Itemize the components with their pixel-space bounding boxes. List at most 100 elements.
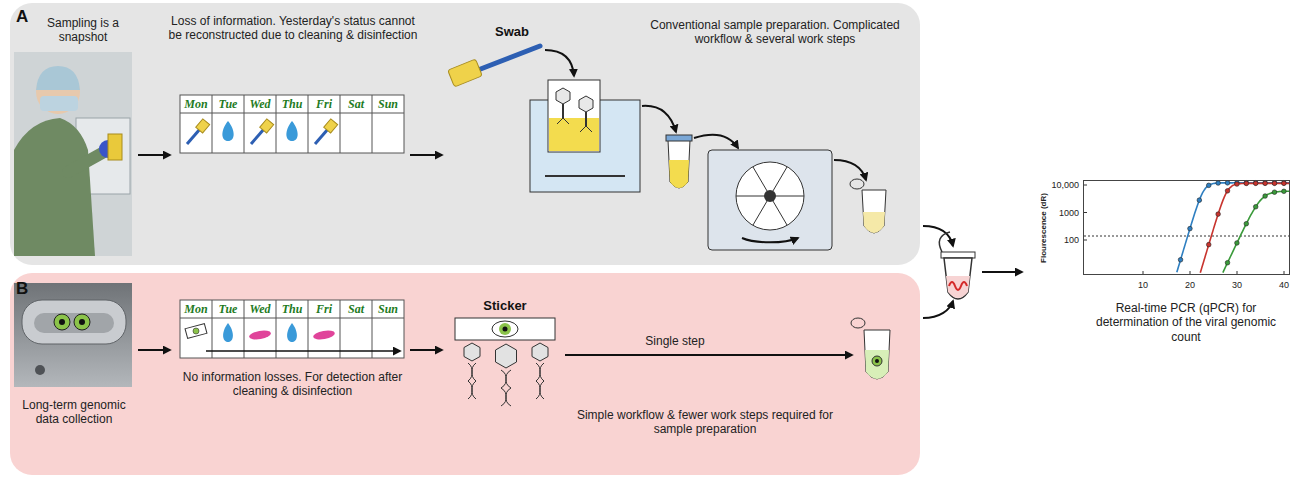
swab (448, 46, 574, 87)
sample-bag (556, 88, 570, 124)
description: Long-term genomic data collection (14, 398, 134, 427)
centrifuge (708, 150, 832, 250)
centrifuge (753, 167, 787, 225)
water-drop (223, 323, 233, 342)
sample-bag (548, 80, 600, 152)
disinfectant-mark (248, 329, 335, 341)
phage (532, 343, 548, 399)
swabbing-photo (14, 52, 132, 256)
swab-icon (315, 119, 338, 144)
weekly-calendar (212, 300, 213, 358)
pcr-tube (939, 232, 975, 299)
pcr-tube (944, 258, 972, 299)
phage (501, 370, 511, 406)
curve-marker (1225, 181, 1230, 186)
flow-arrow (138, 349, 170, 351)
weekly-calendar (276, 300, 277, 358)
swab (545, 50, 574, 76)
flow-arrow (138, 154, 170, 156)
reaction-tube (875, 359, 879, 363)
swabbing-photo (40, 96, 78, 111)
reaction-tube (851, 318, 865, 328)
amplification-curve (1200, 183, 1289, 273)
weekly-calendar (340, 95, 341, 153)
sticker-icon (193, 328, 199, 334)
phage (536, 363, 544, 399)
weekly-calendar (180, 318, 404, 319)
sample-bag (562, 104, 564, 118)
sample-bag (585, 112, 587, 126)
door-handle-photo (79, 319, 85, 325)
curve-marker (1244, 181, 1249, 186)
door-handle-photo (14, 283, 132, 387)
curve-marker (1244, 221, 1249, 226)
sticker-icon (185, 324, 207, 339)
door-handle-photo (35, 365, 45, 375)
reaction-tube (850, 179, 886, 233)
swabbing-photo (76, 118, 130, 194)
swab-icon (196, 119, 210, 133)
sample-tube (666, 135, 692, 188)
curve-marker (1188, 226, 1193, 231)
weekly-calendar (276, 95, 277, 153)
swabbing-photo (36, 66, 80, 90)
stomacher (545, 175, 625, 177)
curve-marker (1263, 181, 1268, 186)
disinfectant-mark (312, 329, 335, 341)
curve-marker (1253, 204, 1258, 209)
weekly-calendar (244, 95, 245, 153)
axis-tick: 20 (1180, 279, 1200, 291)
door-handle-photo (74, 314, 90, 330)
workflow-panel: BLong-term genomic data collectionNo inf… (10, 273, 920, 475)
sample-bag (548, 80, 600, 152)
time-arrow (206, 350, 400, 352)
weekly-calendar (180, 95, 404, 153)
sticker (492, 321, 518, 337)
centrifuge (736, 162, 804, 230)
flow-arrow (642, 106, 866, 180)
flow-arrow (694, 135, 738, 148)
water-drop (287, 323, 297, 342)
reaction-tube (865, 350, 889, 379)
reaction-tube (864, 330, 890, 379)
workflow-panel: ASampling is a snapshotLoss of informati… (10, 3, 920, 265)
swab-icon (187, 119, 210, 144)
sticker-icon (185, 324, 207, 339)
pcr-tube (946, 276, 970, 298)
curve-marker (1216, 181, 1221, 186)
curve-marker (1282, 189, 1287, 194)
water-drop (222, 121, 297, 141)
reaction-tube (863, 212, 885, 233)
weekly-calendar (372, 95, 373, 153)
swabbing-photo (99, 140, 117, 158)
sample-bag (579, 96, 593, 112)
sample-bag (579, 96, 593, 132)
door-handle-photo (54, 314, 70, 330)
axis-tick: 100 (1036, 234, 1079, 246)
weekly-calendar (212, 95, 213, 153)
swab-icon (260, 119, 274, 133)
swabbing-photo (68, 152, 104, 172)
water-drop (222, 121, 233, 141)
water-drop (286, 121, 297, 141)
panel-letter: B (16, 279, 28, 299)
qpcr-curves (1083, 181, 1290, 275)
axis-tick: 30 (1227, 279, 1247, 291)
water-drop (223, 323, 297, 342)
curve-marker (1253, 181, 1258, 186)
door-handle-photo (14, 283, 132, 387)
phage (468, 363, 476, 399)
curve-marker (1282, 181, 1287, 186)
chart-caption: Real-time PCR (qPCR) for determination o… (1086, 301, 1286, 344)
reaction-tube (862, 190, 886, 233)
flow-arrow (138, 155, 442, 156)
curve-marker (1244, 181, 1249, 186)
curve-marker (1253, 181, 1258, 186)
weekly-calendar (180, 300, 404, 358)
sticker (503, 327, 508, 332)
curve-marker (1282, 181, 1287, 186)
flow-arrow (982, 272, 1022, 273)
qpcr-chart: Real-time PCR (qPCR) for determination o… (1083, 180, 1290, 275)
curve-marker (1272, 181, 1277, 186)
swab (478, 46, 540, 70)
